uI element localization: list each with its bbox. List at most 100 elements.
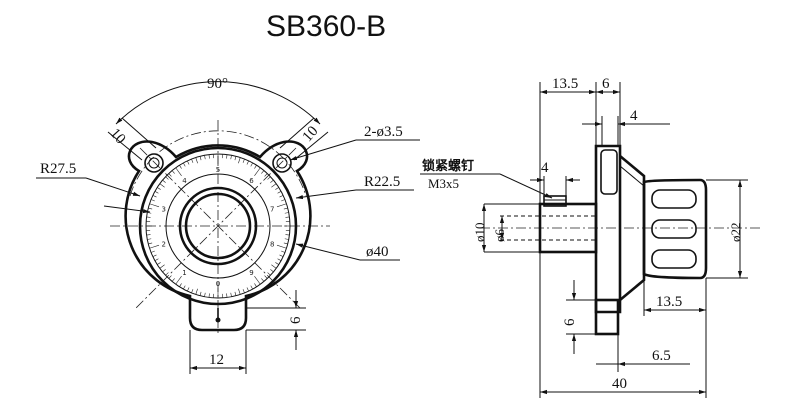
body-flange	[594, 144, 622, 314]
screw-name-label: 锁紧螺钉	[422, 158, 474, 174]
ear-hole-right-inner	[276, 157, 288, 169]
ear-hole-right	[272, 153, 292, 173]
dial-tick	[276, 244, 287, 249]
slot-left-label: 10	[107, 126, 129, 148]
dial-tick	[238, 157, 241, 164]
dial-scale-label: 5	[216, 166, 220, 174]
dial-tick	[284, 212, 289, 214]
dial-tick	[147, 238, 152, 240]
dial-tick	[191, 289, 194, 294]
dial-tick	[183, 162, 186, 167]
dial-tick	[195, 157, 198, 164]
dial-tick	[285, 216, 290, 218]
screw-leader	[499, 173, 553, 199]
flange-ear-top	[600, 149, 618, 195]
slot-left-extension-b	[121, 117, 157, 149]
dial-tick	[179, 165, 182, 169]
dial-inner-ring	[165, 173, 271, 279]
knob-ring-inner	[184, 192, 252, 260]
dial-tick	[147, 212, 152, 214]
dial-scale-label: 3	[162, 205, 166, 213]
dial-tick	[270, 179, 274, 183]
dial-tick	[279, 195, 284, 198]
dial-tick	[183, 285, 186, 290]
dial-tick	[148, 242, 153, 245]
screw-width-label: 4	[541, 160, 549, 176]
dial-scale-label: 8	[270, 241, 274, 249]
dial-tick	[159, 183, 165, 188]
dial-tick	[175, 167, 182, 177]
dial-scale-label: 1	[182, 269, 186, 277]
dial-tick	[187, 160, 190, 165]
dial-tick	[246, 287, 249, 292]
screw-spec-label: M3x5	[428, 176, 459, 191]
dial-tick	[157, 187, 161, 190]
set-screw	[543, 195, 567, 207]
dial-tick	[149, 203, 160, 208]
dial-tick	[204, 292, 206, 297]
dial-tick	[157, 262, 161, 265]
knob-len-label: 13.5	[656, 294, 682, 310]
dia-label: ø40	[366, 244, 389, 260]
dial-tick	[254, 275, 261, 285]
r-outer-label: R27.5	[40, 161, 76, 177]
dial-scale-label: 2	[162, 241, 166, 249]
dial-tick	[146, 216, 151, 218]
dial-tick	[261, 170, 265, 174]
dial-tick	[226, 154, 228, 159]
dial-tick	[150, 250, 155, 253]
dial-tick	[165, 272, 169, 276]
dial-tick	[230, 155, 232, 160]
dial-tick	[277, 191, 282, 194]
knob-grip-3	[651, 249, 697, 269]
r-inner-leader	[295, 189, 357, 200]
dial-tick	[199, 291, 202, 296]
knob-ring-outer	[178, 186, 258, 266]
slot-left-extension	[107, 131, 143, 161]
dial-tick	[150, 199, 155, 202]
dial-tick	[284, 238, 289, 240]
dial-left-leader	[103, 205, 151, 214]
dial-tick	[226, 293, 228, 298]
flange-tab	[594, 298, 620, 336]
dial-tick	[154, 191, 159, 194]
dial-tick	[283, 242, 288, 245]
drawing-title: SB360-B	[266, 10, 386, 43]
dial-tick	[162, 269, 166, 273]
dial-tick	[277, 258, 282, 261]
dia-leader	[295, 243, 361, 261]
dial-tick	[179, 283, 182, 287]
dial-tick	[199, 156, 202, 161]
knob-grip-2	[651, 219, 697, 239]
dial-tick	[267, 176, 271, 180]
angle-dimension-arc	[115, 81, 321, 125]
dial-tick	[149, 244, 160, 249]
r-inner-label: R22.5	[364, 174, 400, 190]
tab-marker	[215, 317, 221, 323]
dial-tick	[271, 264, 277, 269]
holes-label: 2-ø3.5	[364, 124, 403, 140]
dial-tick	[152, 195, 157, 198]
bore-outer-label: ø10	[472, 223, 487, 243]
dial-tick	[275, 262, 279, 265]
angle-dimension-label: 90°	[207, 76, 228, 92]
knob-body	[642, 178, 708, 280]
dial-tick	[162, 179, 166, 183]
dial-tick	[250, 162, 253, 167]
dial-tick	[208, 293, 210, 298]
dial-tick	[267, 272, 271, 276]
dial-tick	[195, 288, 198, 295]
dial-tick	[168, 275, 172, 279]
dial-tick	[171, 278, 175, 282]
ear-hole-left	[144, 153, 164, 173]
dial-tick	[246, 160, 249, 165]
dial-tick	[230, 292, 232, 297]
slot-right-extension	[293, 131, 329, 161]
dial-scale-label: 0	[216, 280, 220, 288]
dial-tick	[187, 287, 190, 292]
slot-right-extension-b	[279, 117, 315, 149]
dial-tick	[165, 176, 169, 180]
r-outer-leader	[85, 177, 141, 197]
